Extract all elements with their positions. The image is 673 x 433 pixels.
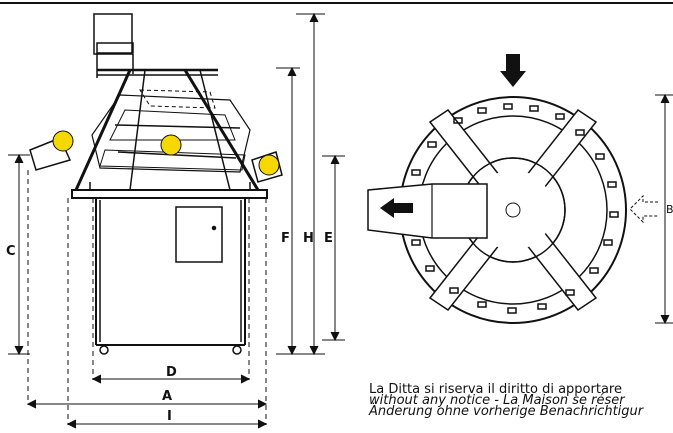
dim-label-f: F: [281, 231, 290, 246]
hopper-base: [96, 42, 134, 54]
dim-label-c: C: [6, 244, 16, 259]
arrow-down-icon: [500, 54, 526, 87]
dashed-arrow-left-icon: [629, 194, 658, 224]
dim-label-i: I: [167, 409, 172, 424]
notice-line-1: La Ditta si riserva il diritto di apport…: [369, 382, 622, 397]
dough-ball-1: [52, 130, 74, 152]
top-view: [367, 93, 673, 325]
dim-label-a: A: [162, 389, 172, 404]
side-view: [27, 13, 283, 425]
hopper-box: [93, 13, 133, 55]
dim-label-h: H: [303, 231, 314, 246]
ring-paddles: [411, 103, 619, 314]
notice-line-3: Änderung ohne vorherige Benachrichtigur: [369, 404, 644, 419]
dim-label-e: E: [324, 231, 333, 246]
arrow-left-icon: [380, 198, 413, 218]
dim-label-d: D: [166, 365, 177, 380]
dough-balls: [52, 130, 280, 176]
dim-label-b: B: [666, 203, 673, 216]
side-dimensions: [8, 12, 345, 429]
notice-line-2: without any notice - La Maison se réser: [369, 393, 625, 408]
dough-ball-2: [160, 134, 182, 156]
dough-ball-3: [258, 154, 280, 176]
